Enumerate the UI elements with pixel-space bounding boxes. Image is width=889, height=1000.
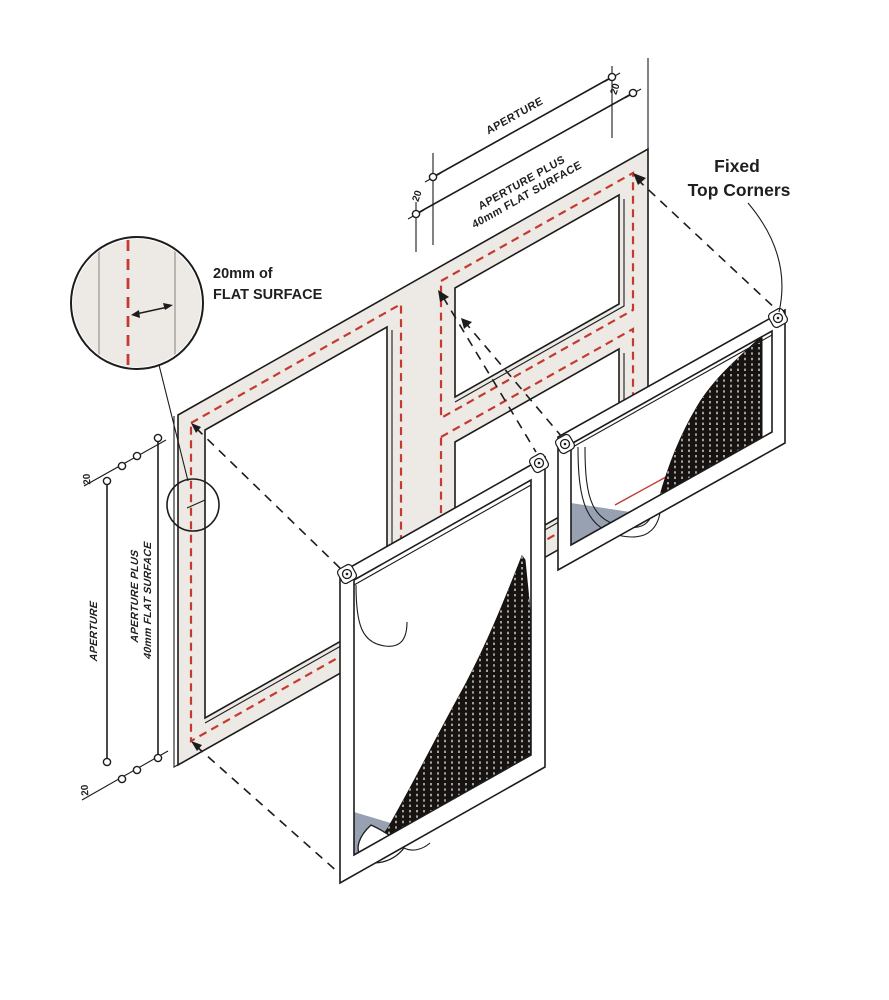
side-aperture-plus-label-1: APERTURE PLUS	[129, 548, 141, 644]
right-flap-screen	[554, 307, 789, 572]
offset-20-top-left: 20	[411, 189, 425, 203]
right-flap-shadow	[571, 503, 630, 545]
dimension-line-aperture-plus	[415, 92, 634, 215]
detail-leader-line	[158, 364, 189, 482]
detail-source-circle	[166, 478, 220, 532]
central-flap-frame	[339, 455, 546, 885]
right-flap-frame	[557, 308, 786, 572]
fixed-corners-label-2: Top Corners	[688, 180, 791, 200]
central-flap-strip-curl	[355, 584, 408, 647]
offset-20-side-bottom: 20	[80, 784, 92, 796]
fixed-corners-leader	[747, 202, 783, 313]
side-aperture-label: APERTURE	[88, 599, 100, 663]
fixed-top-corners-callout: Fixed Top Corners	[688, 156, 791, 313]
fixed-corners-label-1: Fixed	[714, 156, 760, 176]
dimension-line-aperture	[432, 76, 613, 178]
offset-20-top-right: 20	[609, 82, 623, 96]
offset-outline-upper-right-aperture	[439, 171, 635, 420]
side-aperture-plus-label-2: 40mm FLAT SURFACE	[142, 540, 154, 661]
central-flap-screen	[336, 452, 550, 885]
detail-label-1: 20mm of	[213, 266, 273, 282]
detail-callout: 20mm of FLAT SURFACE	[70, 236, 323, 532]
right-flap-strip-curl	[577, 446, 662, 538]
detail-arrow	[135, 306, 169, 315]
detail-circle	[70, 236, 204, 370]
offset-20-side-top: 20	[82, 473, 94, 485]
detail-label-2: FLAT SURFACE	[213, 287, 323, 303]
side-dimension-group: APERTURE APERTURE PLUS 40mm FLAT SURFACE…	[80, 433, 169, 801]
